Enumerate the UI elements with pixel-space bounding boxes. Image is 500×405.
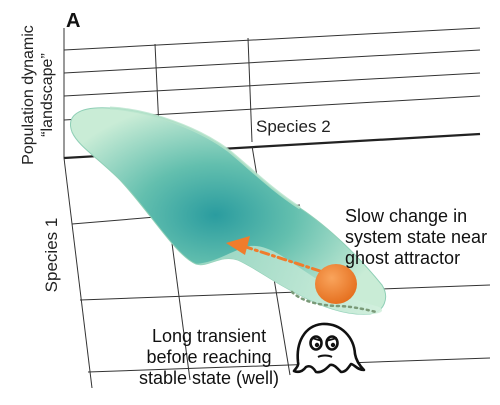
slow-change-line1: Slow change in — [345, 206, 468, 226]
species1-label: Species 1 — [42, 217, 61, 293]
arrow-icon — [226, 236, 322, 273]
dotted-trail — [290, 290, 378, 314]
transient-line2: before reaching — [146, 347, 272, 367]
landscape-axis-label-line1: Population dynamic — [20, 25, 37, 165]
long-transient-callout: Long transient before reaching stable st… — [139, 326, 279, 389]
landscape-axis-label-line2: “landscape” — [39, 53, 56, 137]
slow-change-callout: Slow change in system state near ghost a… — [345, 206, 487, 269]
ball-icon — [315, 264, 357, 304]
slow-change-line2: system state near — [345, 227, 488, 247]
panel-label: A — [66, 10, 81, 32]
transient-line1: Long transient — [151, 326, 267, 346]
landscape-axis-label: Population dynamic “landscape” — [19, 0, 57, 195]
species2-label: Species 2 — [256, 117, 331, 136]
slow-change-line3: ghost attractor — [345, 248, 461, 268]
ghost-icon — [292, 322, 366, 374]
transient-line3: stable state (well) — [139, 368, 280, 388]
